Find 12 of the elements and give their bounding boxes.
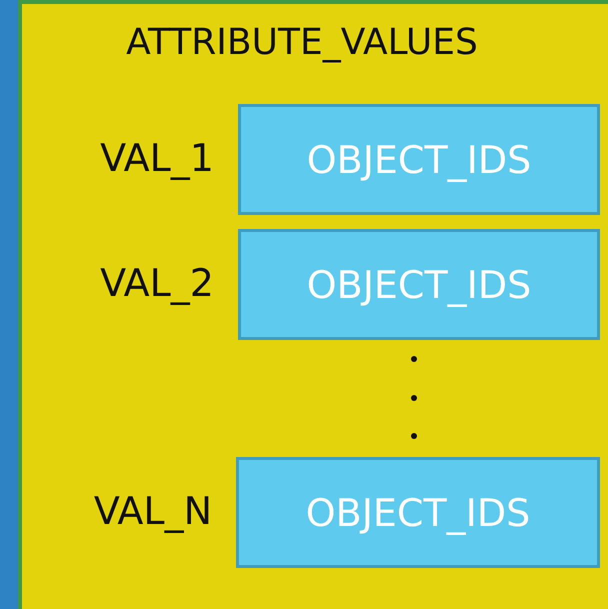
box-label: OBJECT_IDS <box>306 262 532 306</box>
value-box <box>238 104 600 215</box>
box-label: OBJECT_IDS <box>306 490 530 534</box>
value-label: VAL_1 <box>100 136 214 180</box>
value-label: VAL_2 <box>100 260 214 304</box>
value-box <box>238 229 600 340</box>
container-panel <box>18 0 608 609</box>
box-label: OBJECT_IDS <box>306 138 532 182</box>
side-band <box>0 0 20 609</box>
panel-title: ATTRIBUTE_VALUES <box>125 22 479 63</box>
value-label: VAL_N <box>94 488 212 532</box>
value-box <box>236 457 600 568</box>
